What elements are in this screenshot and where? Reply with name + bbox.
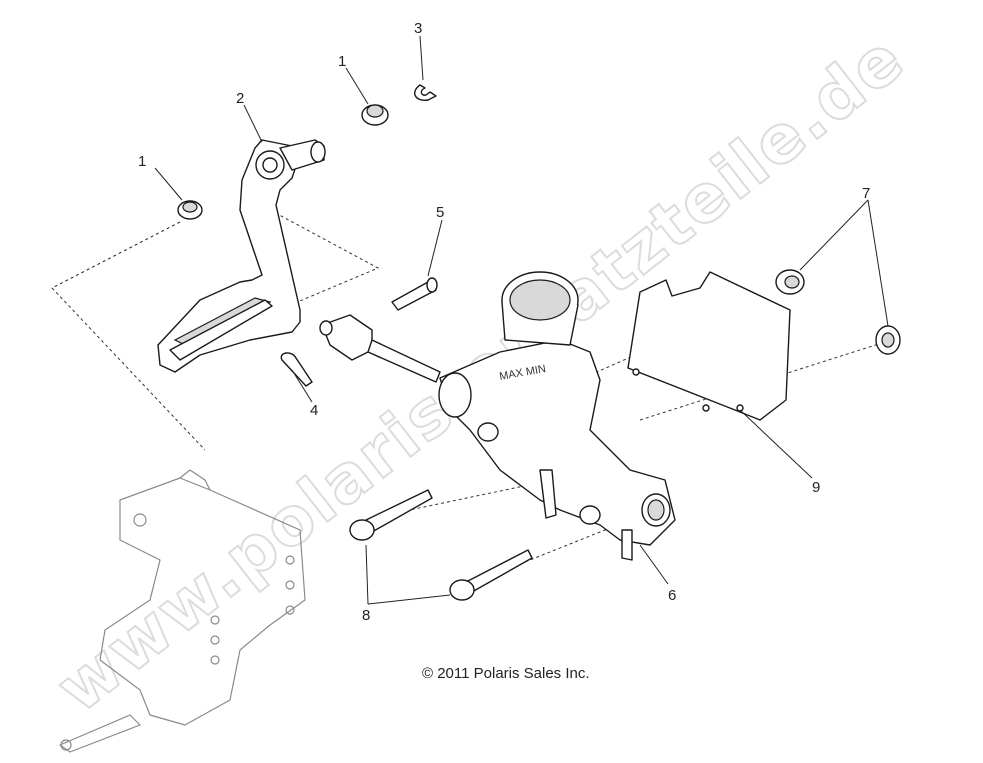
flange-nut-upper-part	[775, 269, 805, 295]
callout-4: 4	[310, 402, 318, 419]
callout-8: 8	[362, 607, 370, 624]
brake-pedal-part	[157, 139, 326, 373]
pedal-bushing-left-part	[177, 200, 203, 220]
callout-labels: 1 1 2 3 4 5 6 7 8 9	[138, 20, 870, 624]
master-cylinder-part: MAX MIN	[438, 271, 676, 561]
e-clip-part	[414, 84, 437, 101]
callout-5: 5	[436, 204, 444, 221]
callout-1-left: 1	[138, 153, 146, 170]
flange-bolt-upper-part	[349, 489, 433, 541]
callout-1-top: 1	[338, 53, 346, 70]
leader-lines	[154, 35, 889, 605]
push-rod-part	[319, 314, 441, 383]
callout-6: 6	[668, 587, 676, 604]
callout-7: 7	[862, 185, 870, 202]
flange-nut-lower-part	[875, 325, 901, 355]
copyright-text: © 2011 Polaris Sales Inc.	[422, 665, 590, 682]
callout-9: 9	[812, 479, 820, 496]
pedal-bushing-top-part	[361, 104, 389, 126]
flange-bolt-lower-part	[449, 549, 533, 601]
callout-2: 2	[236, 90, 244, 107]
frame-bracket-part	[59, 469, 306, 753]
mounting-bracket-part	[627, 271, 791, 421]
callout-3: 3	[414, 20, 422, 37]
cotter-pin-part	[280, 352, 313, 387]
clevis-pin-part	[391, 277, 438, 311]
